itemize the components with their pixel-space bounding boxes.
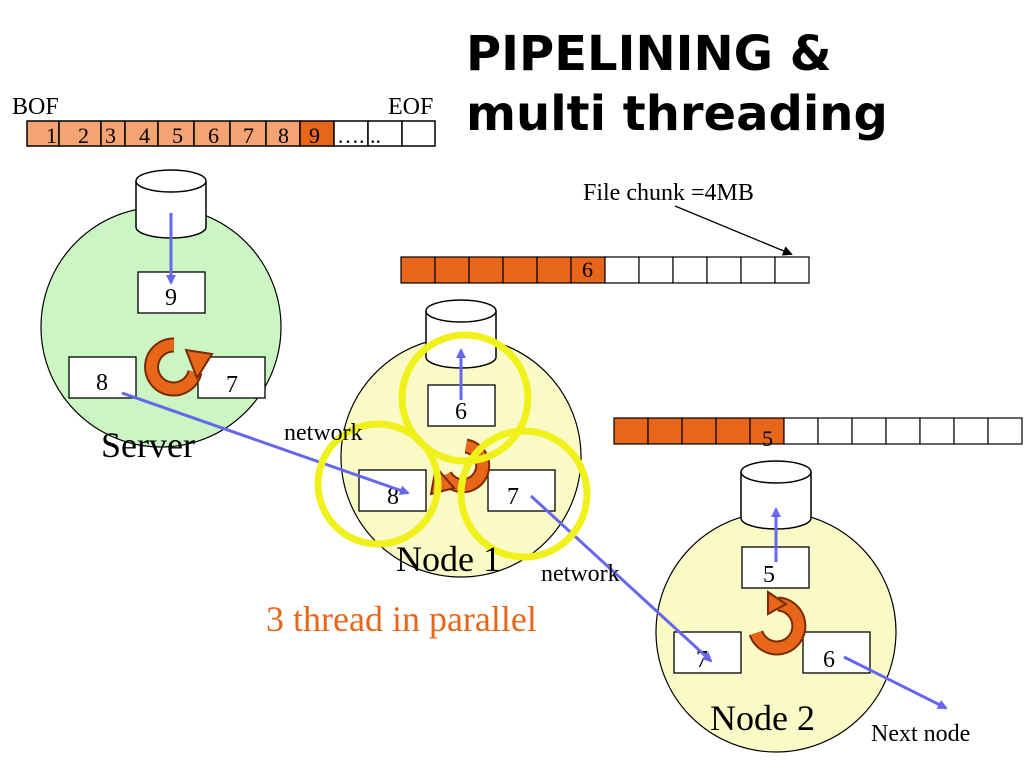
server-buffers: 9 8 7	[68, 271, 266, 399]
file-chunk-label: 8	[278, 123, 289, 148]
node2-chunk-cell	[783, 417, 819, 445]
node2-chunk-cell	[613, 417, 649, 445]
node1-buffer-right-label: 7	[507, 484, 519, 510]
node2-to-next-arrow	[843, 655, 948, 710]
file-chunk-size-label: File chunk =4MB	[583, 180, 754, 206]
node1-chunk-cell	[536, 256, 572, 284]
server-label: Server	[101, 425, 195, 465]
node2-buffer-right-label: 6	[823, 647, 835, 673]
node1-buffer-left-label: 8	[387, 484, 399, 510]
node1-chunk-cell	[706, 256, 742, 284]
file-chunk-label: 3	[105, 123, 116, 148]
file-chunk-label: ..	[370, 123, 381, 148]
file-chunk-cell	[157, 120, 195, 147]
network-label-1: network	[284, 420, 363, 446]
node2-disk-icon	[740, 460, 812, 530]
file-chunk-label: 9	[309, 123, 320, 148]
file-chunk-label: 6	[208, 123, 219, 148]
file-chunk-label: 7	[243, 123, 254, 148]
slide-title-line-1: PIPELINING &	[466, 26, 832, 82]
thread-ring-send	[457, 427, 591, 561]
node2-chunk-cell	[851, 417, 887, 445]
network-label-2: network	[541, 561, 620, 587]
node1-chunk-cell	[468, 256, 504, 284]
next-node-label: Next node	[871, 721, 970, 747]
node2-chunk-bar: 5	[613, 417, 1023, 451]
slide-title-line-2: multi threading	[466, 86, 888, 142]
file-chunk-label: 2	[78, 123, 89, 148]
file-chunk-label: 1	[46, 123, 57, 148]
node2-chunk-cell	[885, 417, 921, 445]
node2-chunk-cell-active	[749, 417, 785, 445]
node1-buffer-right	[487, 469, 556, 512]
slide-title: PIPELINING & multi threading	[466, 24, 1006, 144]
file-chunk-cell	[26, 120, 60, 147]
server-buffer-left	[68, 356, 137, 399]
node2-chunk-cell	[817, 417, 853, 445]
thread-ring-receive	[314, 420, 442, 548]
server-to-node1-arrow	[121, 391, 410, 496]
node1-chunk-cell	[638, 256, 674, 284]
server-disk-icon	[135, 169, 207, 239]
node1-buffers: 6 8 7	[358, 384, 556, 512]
node2-chunk-cell	[987, 417, 1023, 445]
node1-chunk-cell	[774, 256, 810, 284]
server-cycle-arrow-icon	[144, 337, 214, 397]
node1-chunk-cell	[400, 256, 436, 284]
node2-buffer-top-label: 5	[763, 562, 775, 588]
file-chunk-label: ….	[337, 123, 365, 148]
file-chunk-cell	[265, 120, 301, 147]
node2-label: Node 2	[710, 698, 815, 738]
node1-chunk-marker: 6	[582, 257, 593, 282]
node1-buffer-left	[358, 469, 427, 512]
file-chunk-bar: 1 2 3 4 5 6 7 8 9 …. ..	[26, 120, 436, 148]
node2-chunk-cell	[953, 417, 989, 445]
node2-chunk-cell	[715, 417, 751, 445]
node2-chunk-cell	[681, 417, 717, 445]
server-node	[40, 206, 282, 448]
eof-label: EOF	[388, 94, 433, 120]
node2-chunk-cell	[919, 417, 955, 445]
parallel-threads-annotation: 3 thread in parallel	[266, 599, 537, 639]
node1-to-node2-arrow	[529, 494, 713, 663]
node2-buffer-right	[802, 631, 871, 674]
file-chunk-cell	[333, 120, 369, 147]
server-buffer-top	[137, 271, 206, 314]
server-buffer-right-label: 7	[226, 372, 238, 398]
node2-chunk-marker: 5	[762, 426, 773, 451]
file-chunk-label: 5	[172, 123, 183, 148]
node1-chunk-cell	[740, 256, 776, 284]
file-chunk-cell	[401, 120, 436, 147]
file-chunk-cell	[193, 120, 231, 147]
file-chunk-cell	[367, 120, 403, 147]
node1-chunk-cell	[502, 256, 538, 284]
server-buffer-left-label: 8	[96, 370, 108, 396]
bof-label: BOF	[12, 94, 59, 120]
node1-label: Node 1	[396, 539, 501, 579]
node1-chunk-cell	[434, 256, 470, 284]
file-chunk-cell-active	[299, 120, 335, 147]
file-chunk-cell	[124, 120, 159, 147]
node2-chunk-cell	[647, 417, 683, 445]
thread-ring-disk	[398, 331, 532, 465]
node1-buffer-top-label: 6	[455, 399, 467, 425]
server-buffer-top-label: 9	[165, 285, 177, 311]
node1-chunk-bar: 6	[400, 256, 810, 284]
file-chunk-label: 4	[139, 123, 150, 148]
server-buffer-right	[197, 356, 266, 399]
node1-chunk-cell	[604, 256, 640, 284]
node1-chunk-cell	[672, 256, 708, 284]
chunk-size-pointer	[674, 205, 793, 256]
node2-cycle-arrow-icon	[748, 590, 807, 656]
